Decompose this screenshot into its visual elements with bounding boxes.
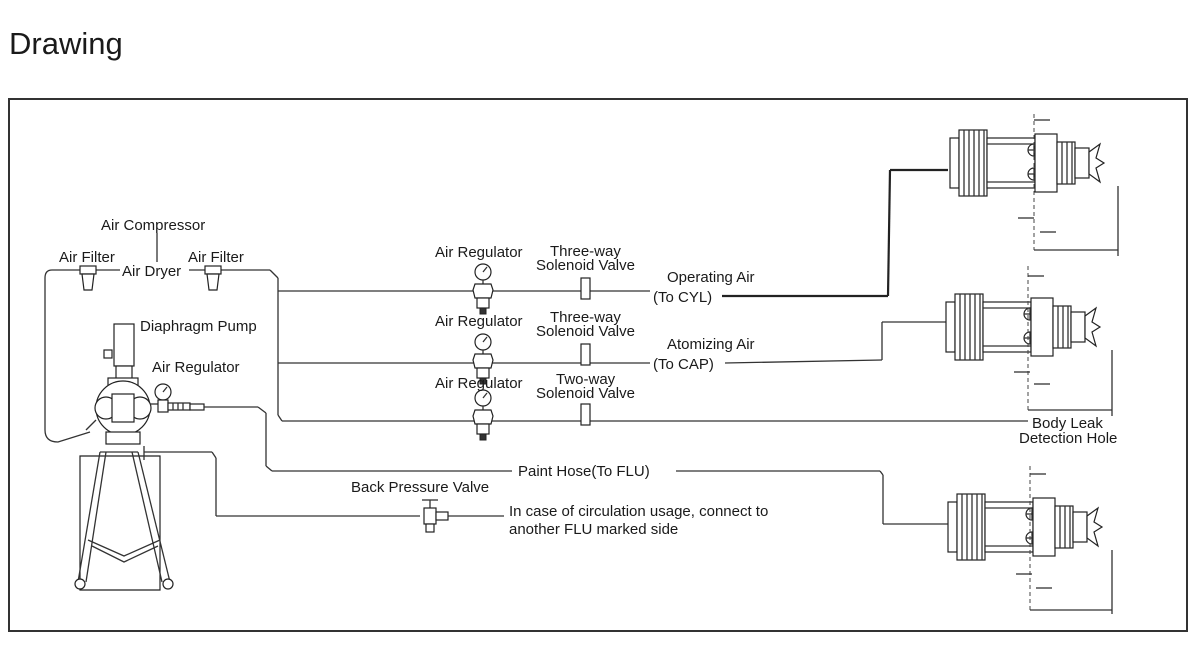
back-pressure-valve-label: Back Pressure Valve (351, 479, 489, 496)
air-filter-right-label: Air Filter (188, 249, 244, 266)
valve-1-label-line2: Solenoid Valve (536, 257, 635, 274)
diaphragm-pump-label: Diaphragm Pump (140, 318, 257, 335)
diagram-frame (8, 98, 1188, 632)
air-regulator-1-label: Air Regulator (435, 244, 523, 261)
to-cyl-label: (To CYL) (653, 289, 712, 306)
pump-air-regulator-icon (154, 383, 205, 413)
valve-3-label-line1: Two-way (556, 371, 616, 388)
operating-air-label: Operating Air (667, 269, 755, 286)
air-compressor-label: Air Compressor (101, 217, 205, 234)
back-pressure-valve-icon (422, 499, 449, 533)
air-regulator-1-icon (472, 263, 494, 315)
solenoid-valve-3-icon (580, 403, 591, 426)
paint-hose-label: Paint Hose(To FLU) (518, 463, 650, 480)
dimension-lines (1014, 114, 1119, 614)
to-cap-label: (To CAP) (653, 356, 714, 373)
air-filter-left-label: Air Filter (59, 249, 115, 266)
air-filter-left-icon (79, 265, 97, 291)
valve-3-label-line2: Solenoid Valve (536, 385, 635, 402)
pump-stand (74, 446, 420, 591)
air-regulator-2-label: Air Regulator (435, 313, 523, 330)
solenoid-valve-1-icon (580, 277, 591, 300)
valve-2-label-line1: Three-way (550, 309, 621, 326)
spray-gun-bottom-icon (947, 493, 1103, 561)
circulation-note-line2: another FLU marked side (509, 521, 678, 538)
spray-gun-middle-icon (945, 293, 1101, 361)
spray-gun-top-icon (949, 129, 1105, 197)
pump-air-regulator-label: Air Regulator (152, 359, 240, 376)
air-regulator-3-icon (472, 389, 494, 441)
body-leak-label-line1: Body Leak (1032, 415, 1103, 432)
circulation-note-line1: In case of circulation usage, connect to (509, 503, 768, 520)
valve-2-label-line2: Solenoid Valve (536, 323, 635, 340)
air-filter-right-icon (204, 265, 222, 291)
diaphragm-pump-icon (85, 323, 158, 445)
atomizing-air-label: Atomizing Air (667, 336, 755, 353)
air-dryer-label: Air Dryer (122, 263, 181, 280)
body-leak-label-line2: Detection Hole (1019, 430, 1117, 447)
solenoid-valve-2-icon (580, 343, 591, 366)
air-regulator-3-label: Air Regulator (435, 375, 523, 392)
valve-1-label-line1: Three-way (550, 243, 621, 260)
page-title: Drawing (9, 26, 123, 61)
